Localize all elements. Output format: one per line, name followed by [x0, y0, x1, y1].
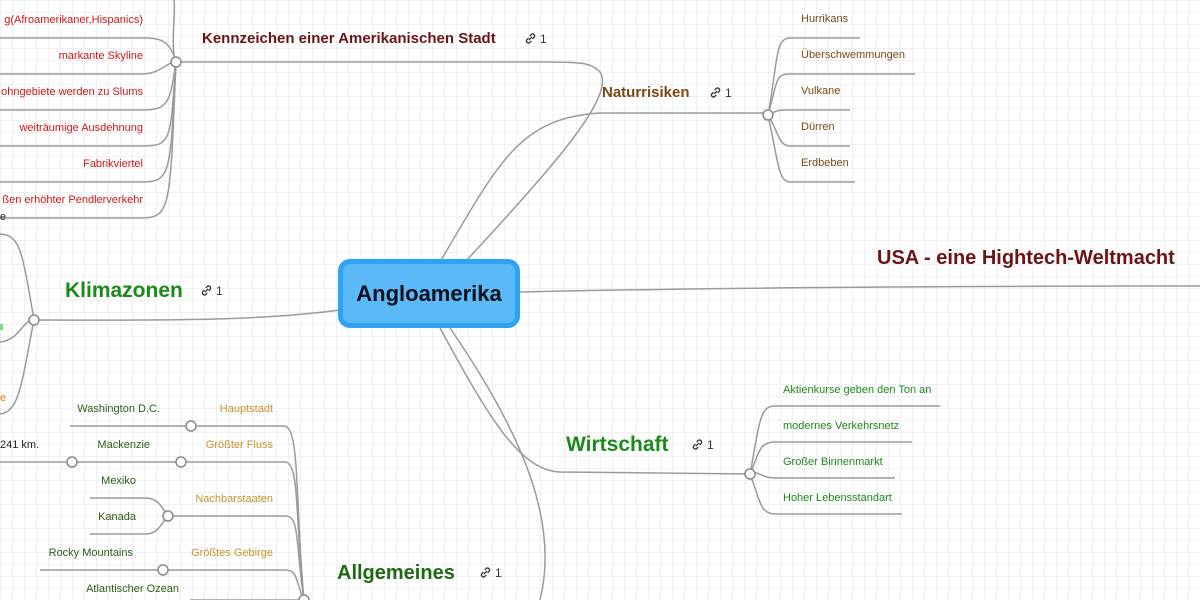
naturrisiken-item[interactable]: Hurrikans — [801, 13, 849, 25]
link-count: 1 — [707, 438, 714, 452]
link-badge[interactable]: 1 — [524, 32, 547, 45]
kennzeichen-stub[interactable]: e — [0, 211, 7, 223]
link-icon — [480, 567, 491, 578]
kennzeichen-item[interactable]: Fabrikviertel — [83, 158, 143, 170]
allgemeines-value[interactable]: Mexiko — [101, 475, 136, 487]
collapse-node-icon[interactable] — [157, 564, 169, 576]
allgemeines-value[interactable]: Rocky Mountains — [48, 547, 133, 559]
wirtschaft-item[interactable]: modernes Verkehrsnetz — [783, 420, 900, 432]
root-node[interactable]: Angloamerika — [338, 259, 520, 328]
naturrisiken-item[interactable]: Erdbeben — [801, 157, 849, 169]
branch-klimazonen-label[interactable]: Klimazonen — [65, 279, 183, 302]
link-count: 1 — [216, 284, 223, 298]
klimazonen-item-stub — [0, 324, 3, 330]
kennzeichen-item[interactable]: ohngebiete werden zu Slums — [1, 86, 143, 98]
link-count: 1 — [540, 32, 547, 46]
collapse-node-icon[interactable] — [28, 314, 40, 326]
allgemeines-category[interactable]: Hauptstadt — [219, 403, 273, 415]
branch-allgemeines-label[interactable]: Allgemeines — [337, 562, 455, 584]
link-icon — [525, 33, 536, 44]
wirtschaft-item[interactable]: Großer Binnenmarkt — [783, 456, 883, 468]
link-badge[interactable]: 1 — [479, 566, 502, 579]
klimazonen-item-stub[interactable]: e — [0, 392, 7, 404]
collapse-node-icon[interactable] — [298, 594, 310, 600]
link-icon — [692, 439, 703, 450]
allgemeines-value[interactable]: Mackenzie — [97, 439, 150, 451]
naturrisiken-item[interactable]: Dürren — [801, 121, 835, 133]
link-count: 1 — [495, 566, 502, 580]
collapse-node-icon[interactable] — [744, 468, 756, 480]
wirtschaft-item[interactable]: Hoher Lebensstandart — [783, 492, 892, 504]
collapse-node-icon[interactable] — [185, 420, 197, 432]
collapse-node-icon[interactable] — [170, 56, 182, 68]
link-count: 1 — [725, 86, 732, 100]
collapse-node-icon[interactable] — [162, 510, 174, 522]
branch-wirtschaft-label[interactable]: Wirtschaft — [566, 433, 669, 456]
kennzeichen-item[interactable]: markante Skyline — [58, 50, 143, 62]
collapse-node-icon[interactable] — [762, 109, 774, 121]
root-node-label: Angloamerika — [356, 280, 502, 306]
allgemeines-value[interactable]: Atlantischer Ozean — [86, 583, 179, 595]
allgemeines-category[interactable]: Größtes Gebirge — [191, 547, 273, 559]
branch-kennzeichen-label[interactable]: Kennzeichen einer Amerikanischen Stadt — [202, 30, 496, 47]
naturrisiken-item[interactable]: Vulkane — [801, 85, 841, 97]
wirtschaft-item[interactable]: Aktienkurse geben den Ton an — [783, 384, 932, 396]
collapse-node-icon[interactable] — [66, 456, 78, 468]
allgemeines-subvalue[interactable]: 241 km. — [0, 439, 40, 451]
allgemeines-value[interactable]: Washington D.C. — [77, 403, 160, 415]
link-icon — [710, 87, 721, 98]
branch-naturrisiken-label[interactable]: Naturrisiken — [602, 84, 690, 101]
kennzeichen-item[interactable]: ßen erhöhter Pendlerverkehr — [2, 194, 143, 206]
allgemeines-category[interactable]: Größter Fluss — [205, 439, 273, 451]
naturrisiken-item[interactable]: Überschwemmungen — [801, 49, 905, 61]
allgemeines-value[interactable]: Kanada — [98, 511, 136, 523]
link-icon — [201, 285, 212, 296]
collapse-node-icon[interactable] — [175, 456, 187, 468]
kennzeichen-item[interactable]: weiträumige Ausdehnung — [19, 122, 143, 134]
kennzeichen-item[interactable]: g(Afroamerikaner,Hispanics) — [4, 14, 143, 26]
allgemeines-category[interactable]: Nachbarstaaten — [195, 493, 273, 505]
branch-hightech-label[interactable]: USA - eine Hightech-Weltmacht — [877, 247, 1175, 269]
link-badge[interactable]: 1 — [691, 438, 714, 451]
link-badge[interactable]: 1 — [709, 86, 732, 99]
link-badge[interactable]: 1 — [200, 284, 223, 297]
